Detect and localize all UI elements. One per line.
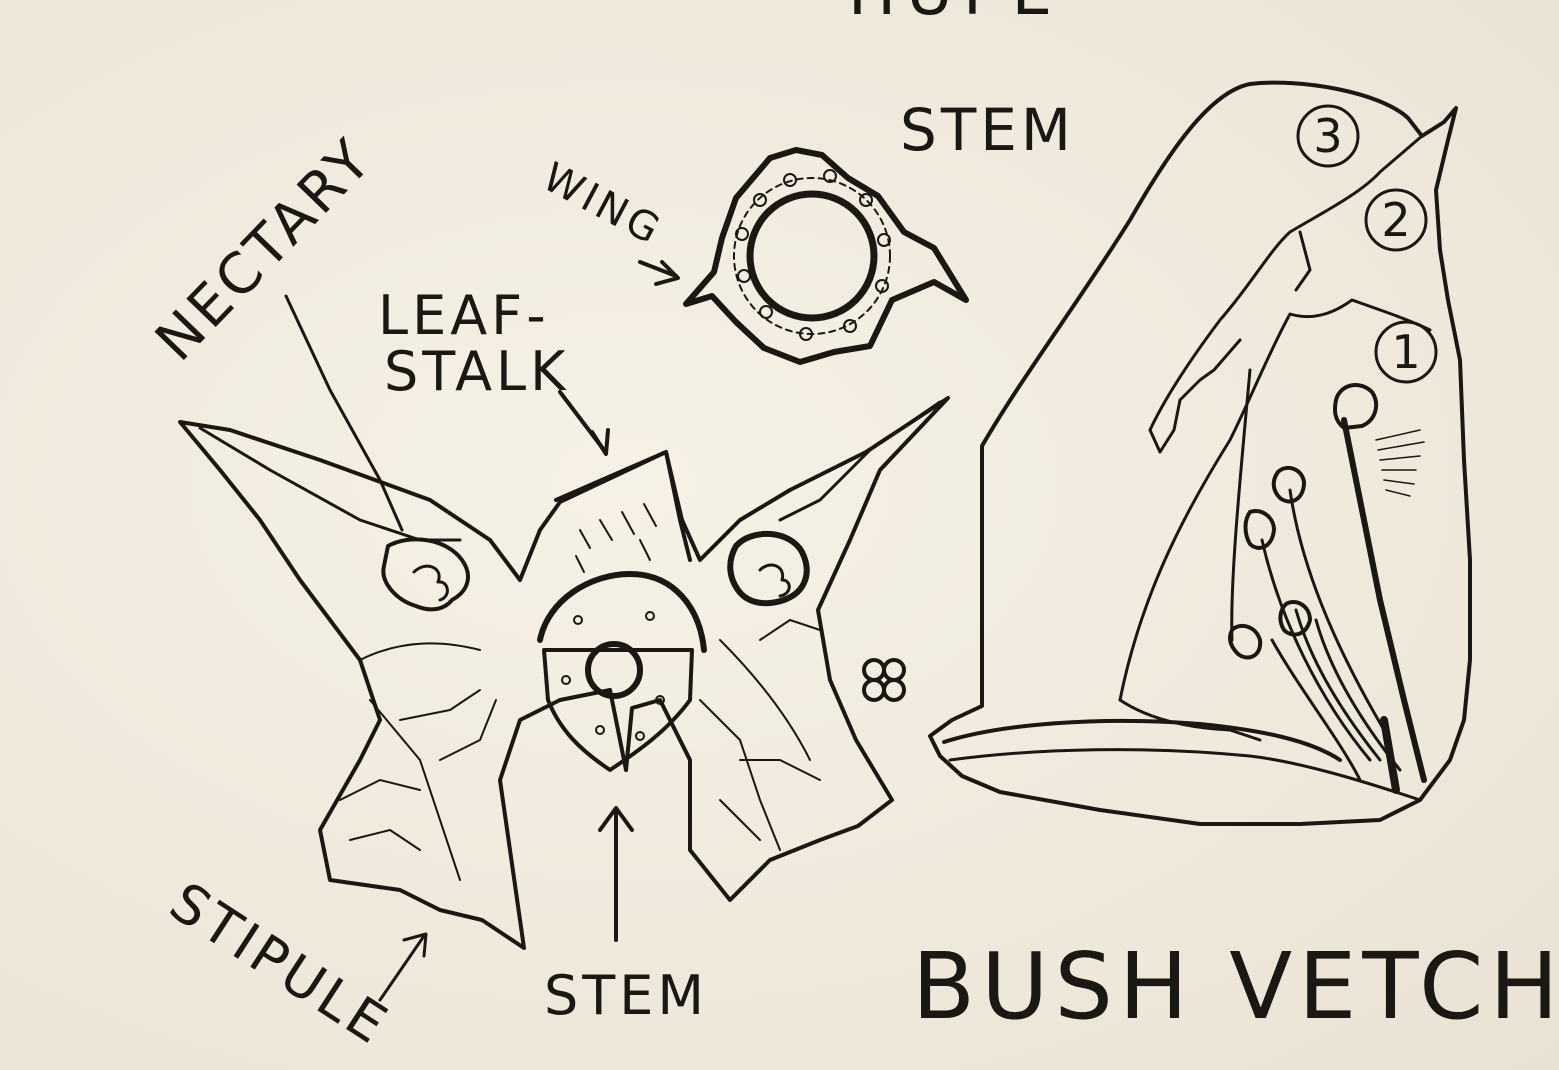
stipule-right-veins	[699, 619, 821, 851]
stem-arrow-head	[598, 806, 634, 832]
diagram-title: BUSH VETCH	[912, 933, 1559, 1040]
leaf-stalk-shape	[554, 450, 692, 562]
petal-number-circle-3	[1296, 104, 1360, 168]
petal-keel-inner	[1230, 368, 1252, 642]
pistil-hairs	[1375, 429, 1425, 497]
petal-wing-2	[1148, 134, 1424, 432]
stipule-arrow-head	[402, 932, 428, 958]
wing-arrow-head	[654, 260, 680, 286]
label-stipule: STIPULE	[159, 870, 401, 1058]
petal-wing-fold	[1294, 230, 1312, 292]
stem-section-inner-ring	[746, 190, 878, 322]
stem-section-texture	[735, 169, 891, 341]
anthers	[1228, 465, 1312, 660]
stipule-left-tip-inner	[198, 426, 462, 542]
petal-number-3: 3	[1313, 109, 1342, 163]
pistil-style	[1341, 417, 1427, 783]
label-stem-top: STEM	[900, 96, 1075, 164]
stem-section-outer-ring	[683, 147, 969, 365]
wing-arrow-line	[638, 260, 678, 278]
stipule-outline	[178, 396, 950, 950]
petal-number-circle-2	[1364, 188, 1428, 252]
label-leaf-stalk-1: LEAF-	[378, 284, 550, 347]
label-wing: WING	[535, 154, 670, 255]
petal-keel-1	[1118, 298, 1432, 702]
label-stem-bottom: STEM	[544, 964, 708, 1027]
stipule-arrow-line	[378, 934, 426, 1002]
stipule-right-tip-inner	[778, 400, 942, 522]
nectary-left	[381, 537, 470, 612]
petal-number-circle-1	[1374, 320, 1438, 384]
central-stem-body	[542, 648, 694, 772]
flower-symbol	[862, 658, 906, 702]
stamen-filaments	[1260, 488, 1402, 782]
central-stem-cap	[537, 571, 707, 653]
calyx-lower-edge	[948, 748, 1422, 802]
central-stem-texture	[561, 611, 665, 741]
stem-section-cells	[733, 177, 891, 335]
pistil-stigma	[1333, 383, 1379, 430]
nectary-right	[727, 531, 810, 607]
leaf-stalk-arrow-head	[590, 428, 610, 456]
stem-cross-section	[638, 147, 969, 365]
stipule-left-veins	[339, 642, 497, 881]
petal-number-2: 2	[1381, 193, 1410, 247]
flower-section	[928, 80, 1472, 826]
central-stem-hole	[585, 641, 643, 699]
nectary-leader-line	[284, 294, 404, 532]
calyx-upper-edge	[942, 718, 1342, 762]
nectary-right-heart	[758, 563, 791, 598]
nectary-left-heart	[412, 564, 449, 602]
label-nectary: NECTARY	[143, 126, 386, 374]
label-leaf-stalk-2: STALK	[384, 340, 570, 403]
stipule-pair	[178, 396, 950, 950]
petal-wing-notch	[1148, 338, 1242, 454]
leaf-stalk-hatching	[575, 503, 657, 573]
title-fragment: HUPE	[848, 0, 1062, 30]
petal-number-1: 1	[1391, 325, 1420, 379]
petal-standard-3	[928, 80, 1472, 826]
stamen-tube-dark	[1380, 716, 1400, 794]
